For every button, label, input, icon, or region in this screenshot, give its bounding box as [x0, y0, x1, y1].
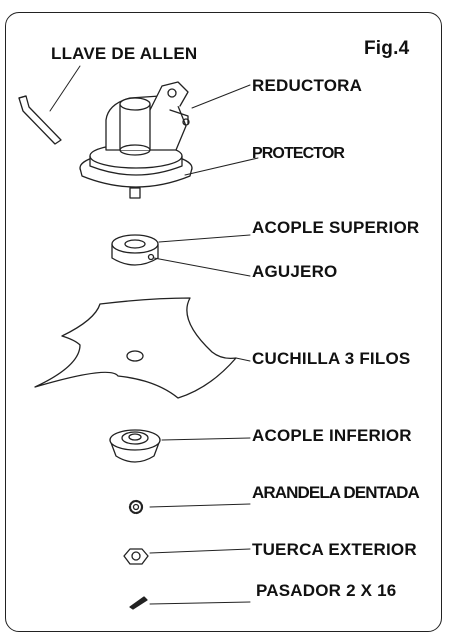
label-allen-key: LLAVE DE ALLEN: [51, 44, 198, 63]
pin-part: [129, 596, 148, 610]
figure-frame: [5, 12, 442, 632]
leader-gearbox: [191, 84, 251, 109]
upper-coupling-part: [111, 234, 159, 266]
lower-coupling-part: [109, 429, 161, 463]
label-toothed-washer: ARANDELA DENTADA: [252, 483, 420, 502]
blade-part: [34, 297, 237, 399]
leader-blade: [235, 357, 251, 362]
label-blade: CUCHILLA 3 FILOS: [252, 349, 411, 368]
label-gearbox: REDUCTORA: [252, 76, 363, 95]
leader-outer-nut: [149, 548, 251, 554]
label-protector: PROTECTOR: [252, 145, 345, 162]
toothed-washer-part: [128, 499, 144, 515]
leader-protector: [184, 157, 259, 176]
leader-pin: [149, 601, 251, 605]
leader-hole: [153, 257, 251, 277]
leader-lower-coupling: [161, 437, 251, 441]
leader-allen-key: [49, 65, 81, 112]
label-hole: AGUJERO: [252, 262, 338, 281]
figure-label: Fig.4: [364, 38, 410, 59]
allen-key-part: [18, 95, 62, 145]
label-outer-nut: TUERCA EXTERIOR: [252, 540, 417, 559]
outer-nut-part: [123, 548, 149, 565]
leader-toothed-washer: [149, 503, 251, 508]
leader-upper-coupling: [158, 234, 251, 243]
label-upper-coupling: ACOPLE SUPERIOR: [252, 218, 420, 237]
label-pin: PASADOR 2 X 16: [256, 581, 397, 600]
gearbox-part: [79, 81, 193, 199]
label-lower-coupling: ACOPLE INFERIOR: [252, 426, 412, 445]
